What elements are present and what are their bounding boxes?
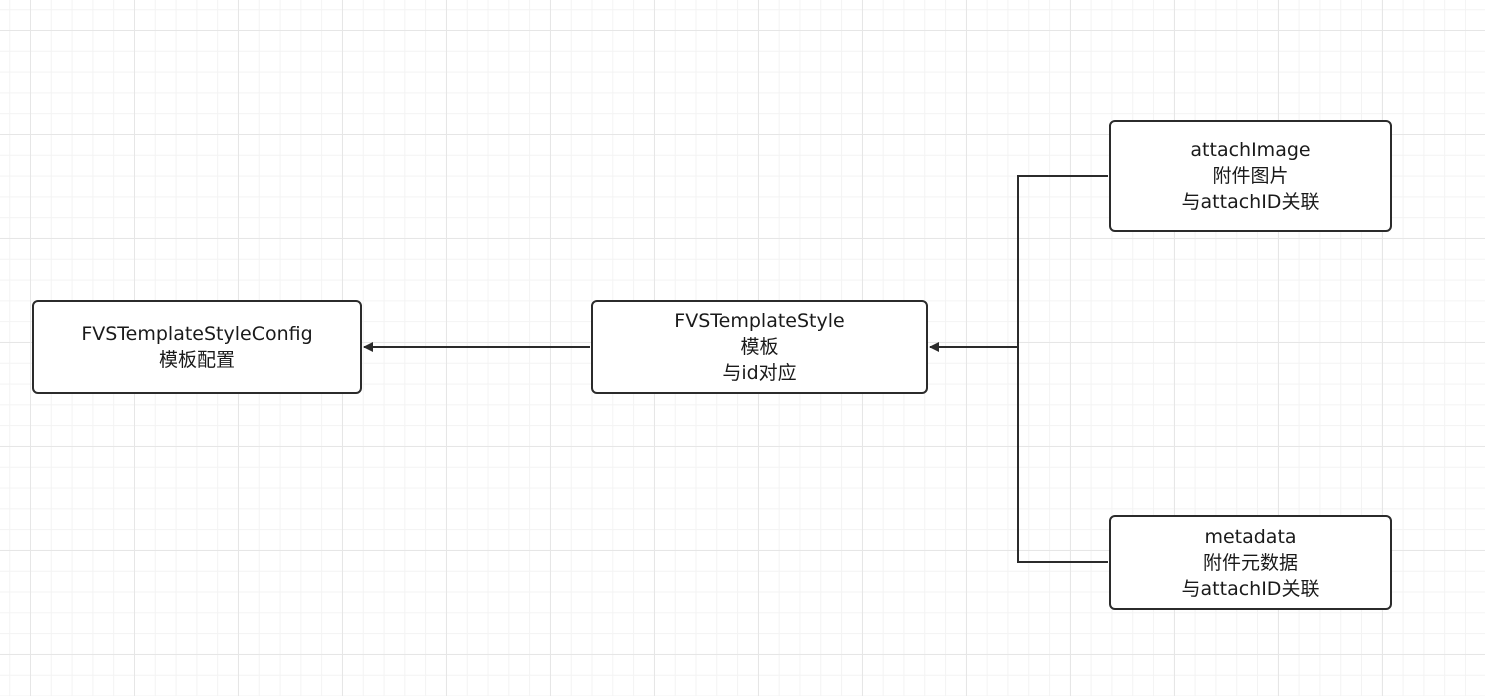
node-metadata[interactable]: metadata 附件元数据 与attachID关联 <box>1109 515 1392 610</box>
node-meta-desc: 附件元数据 <box>1202 551 1298 574</box>
node-config-desc: 模板配置 <box>158 349 235 371</box>
node-config-name: FVSTemplateStyleConfig <box>81 323 313 345</box>
node-attach-name: attachImage <box>1190 139 1311 161</box>
node-fvs-template-style[interactable]: FVSTemplateStyle 模板 与id对应 <box>591 300 928 394</box>
node-style-desc: 模板 <box>740 336 779 358</box>
node-style-name: FVSTemplateStyle <box>674 310 845 332</box>
connector-metadata-to-style <box>1017 347 1108 563</box>
node-fvs-template-style-config[interactable]: FVSTemplateStyleConfig 模板配置 <box>32 300 362 394</box>
node-attach-desc: 附件图片 <box>1212 165 1289 187</box>
node-attach-image[interactable]: attachImage 附件图片 与attachID关联 <box>1109 120 1392 232</box>
node-meta-name: metadata <box>1204 525 1297 548</box>
node-meta-relation: 与attachID关联 <box>1181 577 1320 600</box>
node-style-relation: 与id对应 <box>722 362 797 384</box>
node-attach-relation: 与attachID关联 <box>1181 191 1320 213</box>
connector-attachimage-to-style <box>929 175 1108 352</box>
